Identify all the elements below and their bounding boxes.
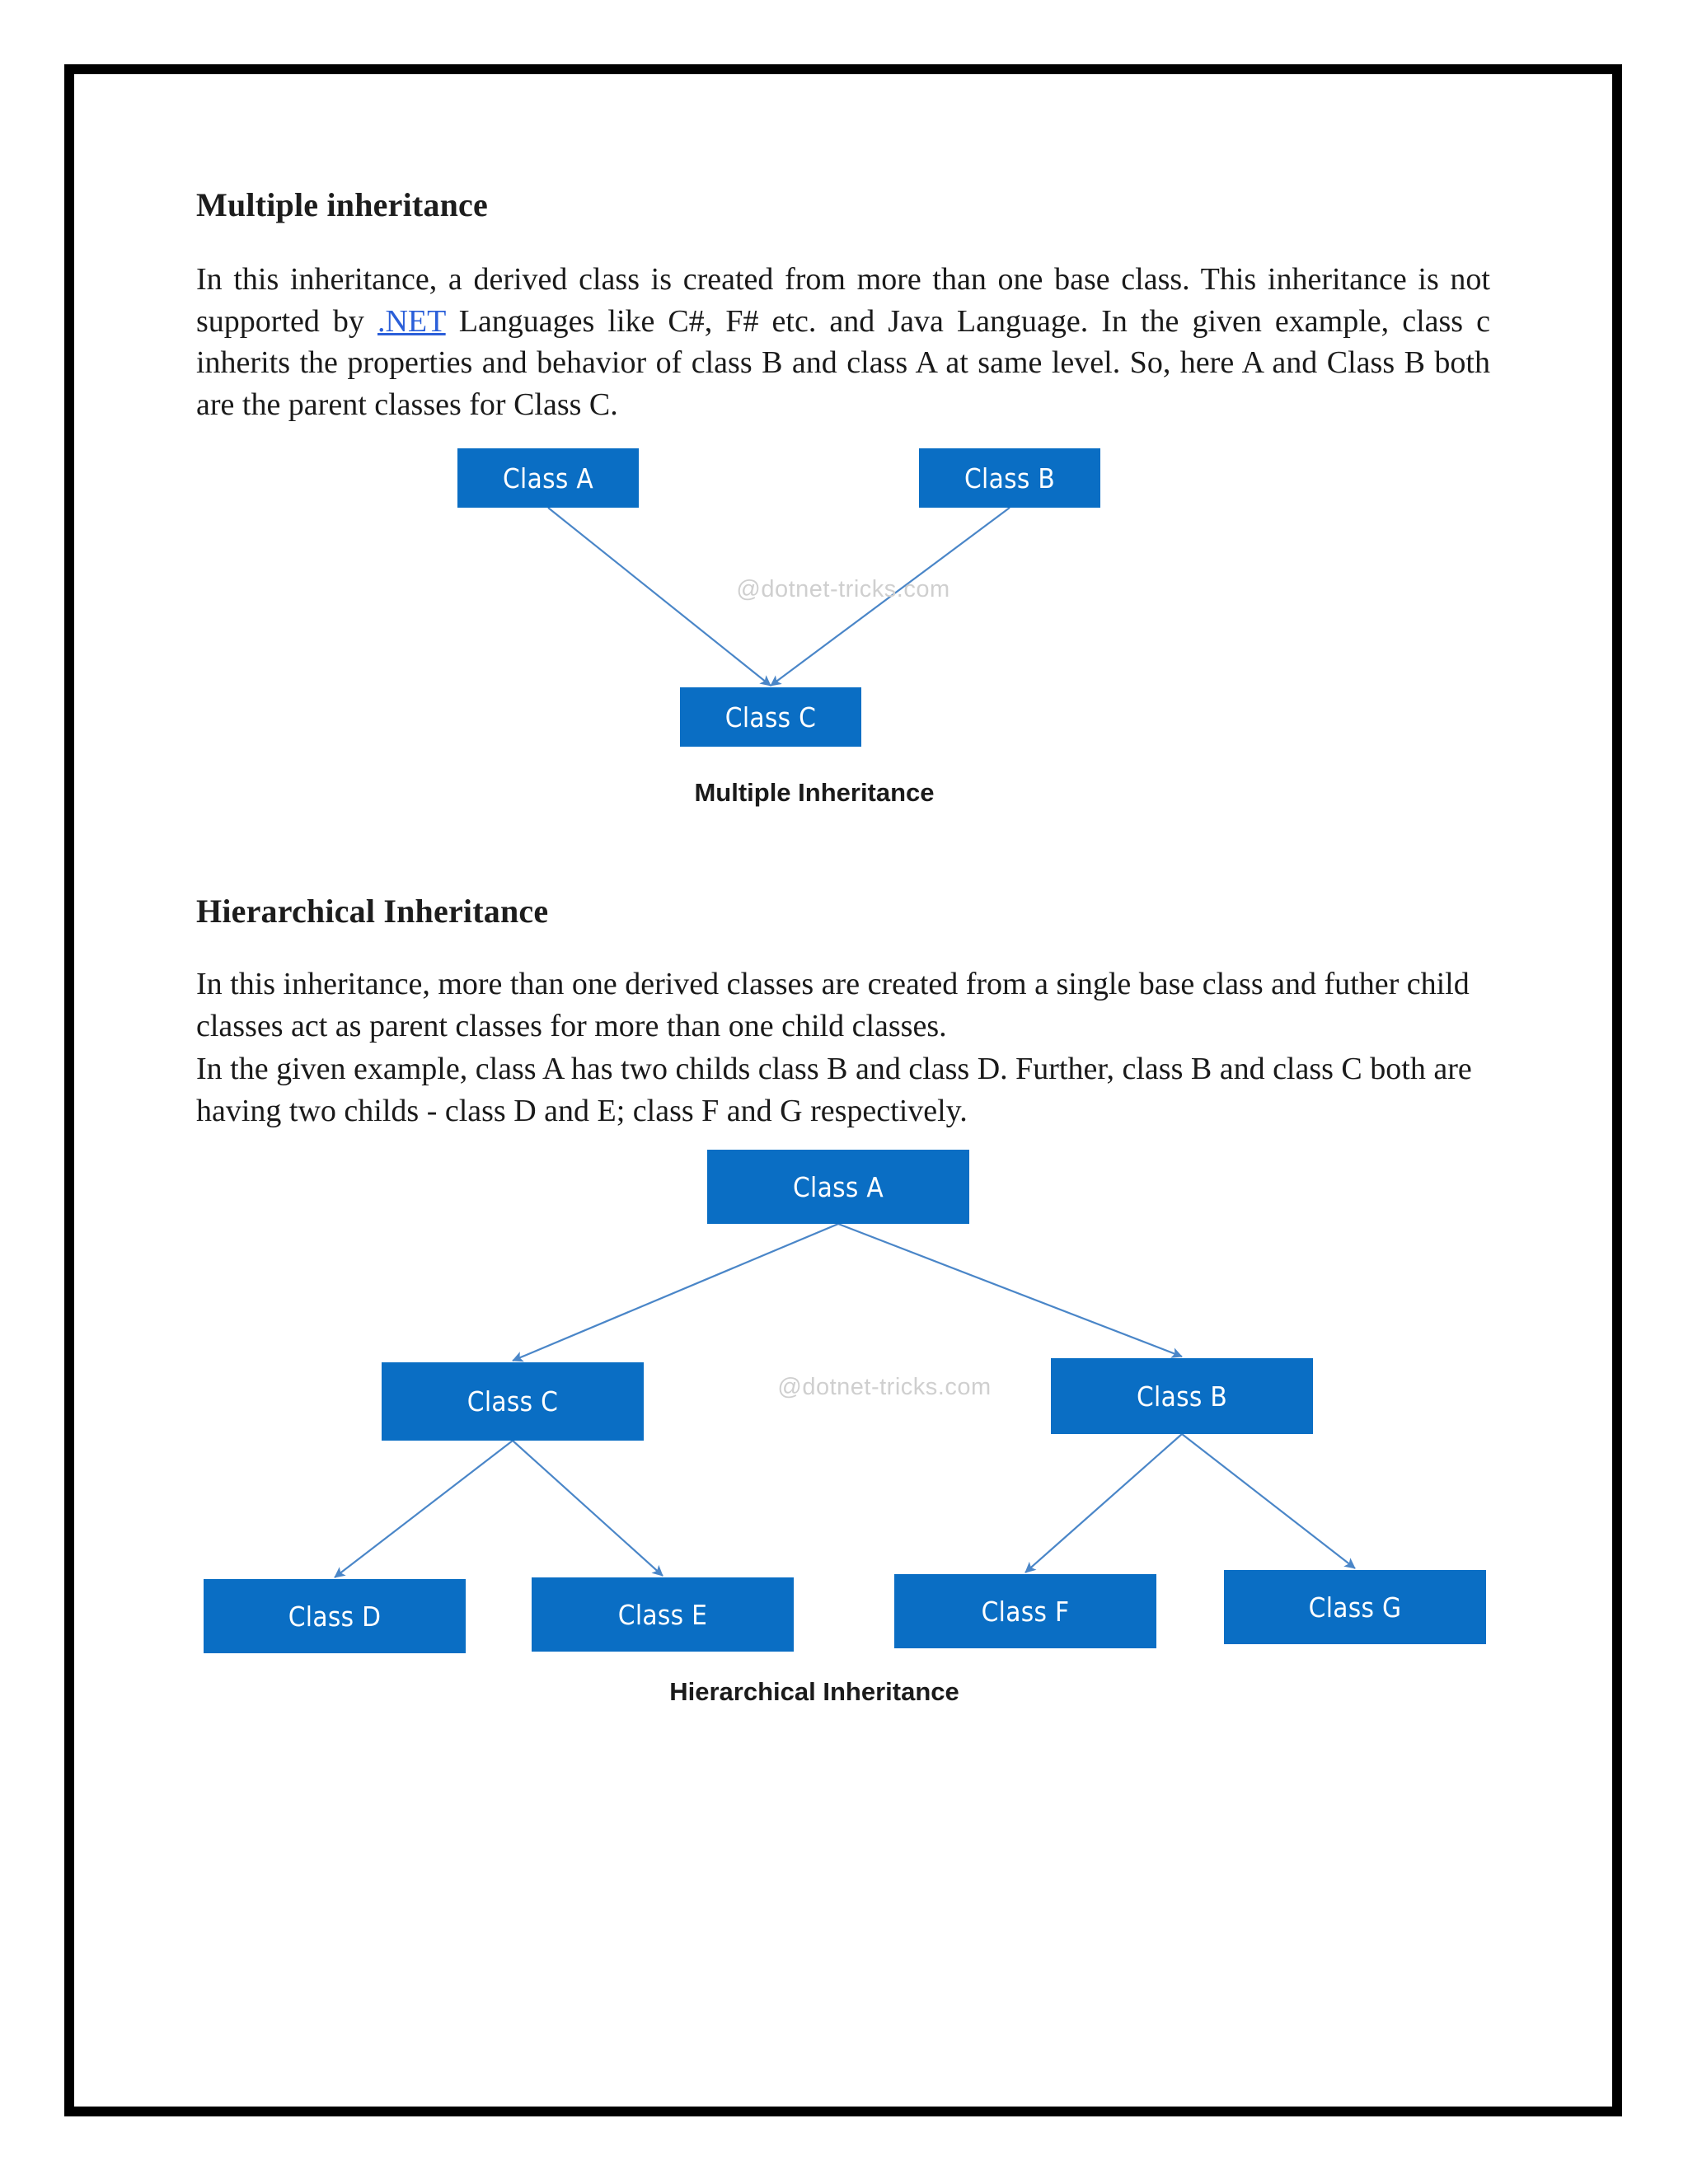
document-content: Multiple inheritance In this inheritance… [196,185,1490,1727]
heading-hierarchical-inheritance: Hierarchical Inheritance [196,893,549,930]
class-box-label: Class G [1308,1591,1402,1624]
class-box-e[interactable]: Class E [532,1577,794,1652]
paragraph-hierarchical-2: In the given example, class A has two ch… [196,1052,1472,1128]
class-box-label: Class E [617,1598,708,1631]
arrow-a-to-b [837,1223,1183,1358]
class-box-label: Class C [467,1385,559,1418]
paragraph-multiple-inheritance: In this inheritance, a derived class is … [196,259,1490,425]
arrow-b-to-f [1025,1433,1183,1574]
class-box-c[interactable]: Class C [680,687,861,748]
class-box-g[interactable]: Class G [1224,1570,1486,1645]
class-box-a[interactable]: Class A [457,448,639,509]
class-box-label: Class D [288,1600,382,1633]
paragraph-text-after-link: Languages like C#, F# etc. and Java Lang… [196,303,1490,422]
arrow-a-to-c [547,507,771,687]
diagram-hierarchical-inheritance: Class A Class C Class B Class D Class E Class… [196,1150,1490,1727]
class-box-f[interactable]: Class F [894,1574,1156,1649]
arrow-a-to-c [512,1223,839,1362]
dotnet-link[interactable]: .NET [377,303,446,339]
paragraph-text-before-link: In this inheritance, a derived class is … [196,262,1490,339]
page-border-frame [64,64,1622,2116]
heading-multiple-inheritance: Multiple inheritance [196,186,488,223]
class-box-a[interactable]: Class A [707,1150,969,1225]
class-box-label: Class A [793,1170,884,1203]
arrow-c-to-e [512,1440,663,1577]
class-box-label: Class A [503,462,593,494]
class-box-b[interactable]: Class B [919,448,1100,509]
diagram-hierarchical-arrows [334,1223,1356,1579]
caption-multiple-inheritance: Multiple Inheritance [694,778,935,808]
arrow-b-to-g [1181,1433,1356,1570]
class-box-b[interactable]: Class B [1051,1358,1313,1435]
class-box-label: Class F [981,1595,1070,1628]
class-box-label: Class B [964,462,1055,494]
watermark-dotnet-tricks-2: @dotnet-tricks.com [777,1374,992,1401]
diagram-multiple-inheritance: Class A Class B Class C @dotnet-tricks.com… [196,448,1490,836]
paragraph-hierarchical-1: In this inheritance, more than one deriv… [196,967,1470,1043]
diagram-multiple-arrows [547,507,1010,687]
class-box-label: Class C [724,701,817,733]
caption-hierarchical-inheritance: Hierarchical Inheritance [669,1677,959,1707]
class-box-c[interactable]: Class C [382,1362,644,1441]
arrow-c-to-d [334,1440,513,1579]
arrow-b-to-c [770,507,1010,687]
watermark-dotnet-tricks-1: @dotnet-tricks.com [736,576,950,603]
class-box-d[interactable]: Class D [204,1579,466,1654]
class-box-label: Class B [1136,1380,1227,1413]
